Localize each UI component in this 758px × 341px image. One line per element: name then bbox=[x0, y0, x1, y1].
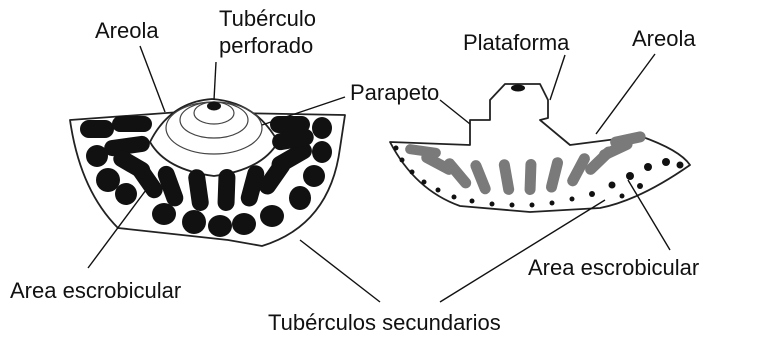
leader-left-areola bbox=[140, 46, 165, 112]
label-tubercle-line1: Tubérculo bbox=[219, 6, 316, 31]
label-parapet: Parapeto bbox=[350, 80, 439, 105]
leader-tubercle bbox=[214, 62, 216, 100]
leader-secondary-left bbox=[300, 240, 380, 302]
label-platform: Plataforma bbox=[463, 30, 570, 55]
perforation-dot bbox=[207, 102, 221, 111]
label-left-scrobicular: Area escrobicular bbox=[10, 278, 181, 303]
leader-parapet-right bbox=[440, 100, 470, 124]
left-plate bbox=[70, 99, 345, 246]
label-left-areola: Areola bbox=[95, 18, 159, 43]
leader-secondary-right bbox=[440, 200, 605, 302]
label-secondary-tubercles: Tubérculos secundarios bbox=[268, 310, 501, 335]
leader-right-areola bbox=[596, 54, 655, 134]
label-right-scrobicular: Area escrobicular bbox=[528, 255, 699, 280]
label-right-areola: Areola bbox=[632, 26, 696, 51]
leader-platform bbox=[550, 55, 565, 100]
label-tubercle-line2: perforado bbox=[219, 33, 313, 58]
platform-pore bbox=[511, 85, 525, 92]
